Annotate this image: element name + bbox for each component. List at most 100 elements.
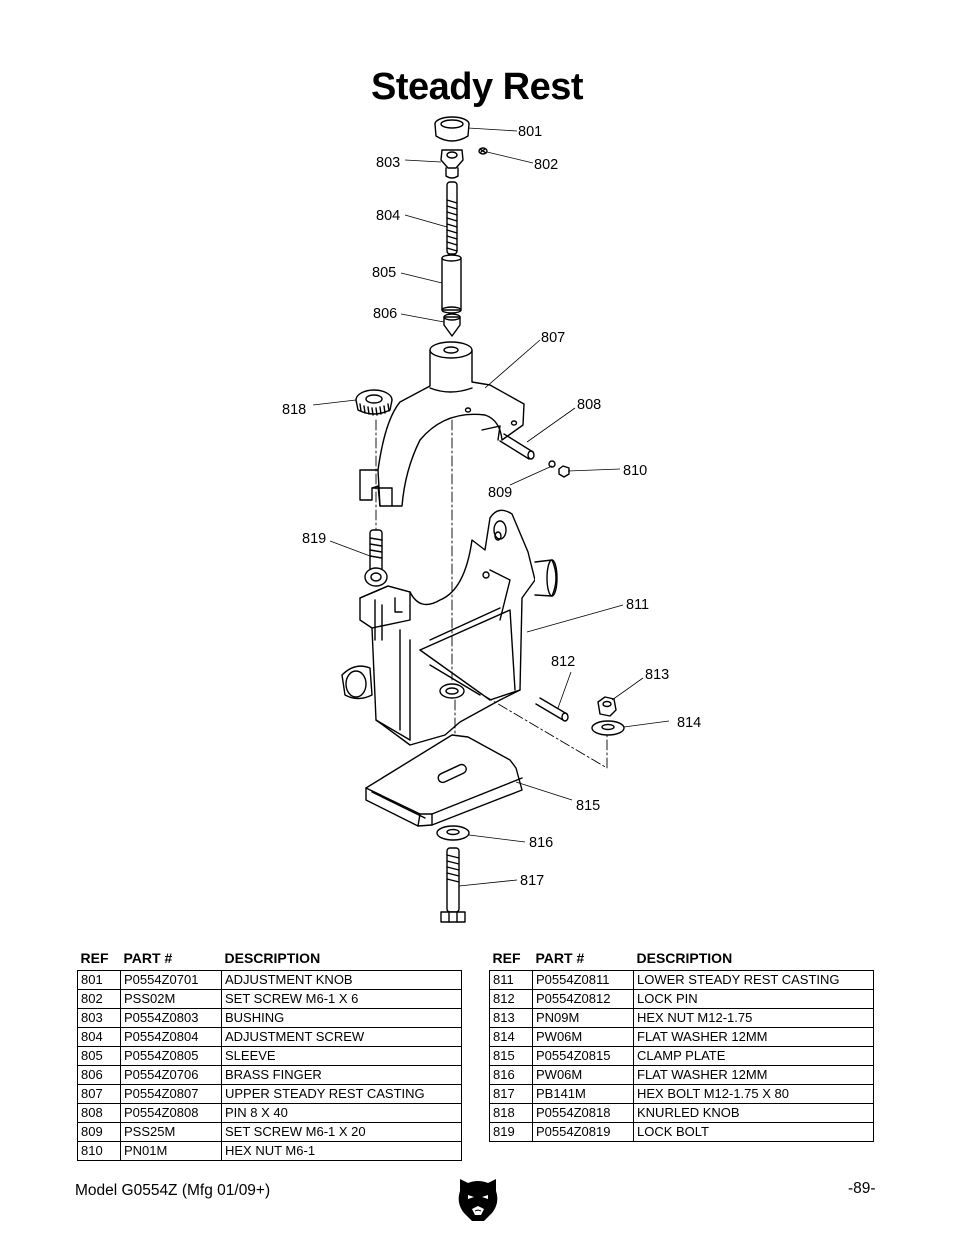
callout-804: 804 (376, 208, 400, 224)
ref-cell: 807 (77, 1084, 121, 1104)
part-cell: P0554Z0805 (120, 1046, 222, 1066)
description-cell: FLAT WASHER 12MM (633, 1065, 874, 1085)
bear-logo-icon (458, 1179, 498, 1221)
hex-nut-813 (597, 696, 617, 717)
flat-washer-816 (436, 825, 470, 841)
leader-lines (312, 127, 670, 887)
description-cell: LOCK PIN (633, 989, 874, 1009)
description-header: DESCRIPTION (636, 950, 733, 966)
pin-808 (499, 433, 535, 460)
part-cell: P0554Z0706 (120, 1065, 222, 1085)
description-cell: SET SCREW M6-1 X 20 (221, 1122, 462, 1142)
table-header-row: REF PART # DESCRIPTION (78, 950, 462, 971)
ref-cell: 812 (489, 989, 533, 1009)
set-screw-802 (478, 147, 488, 155)
ref-cell: 802 (77, 989, 121, 1009)
hex-nut-810 (558, 465, 570, 478)
ref-cell: 806 (77, 1065, 121, 1085)
ref-cell: 809 (77, 1122, 121, 1142)
part-cell: P0554Z0812 (532, 989, 634, 1009)
table-header-row: REF PART # DESCRIPTION (490, 950, 874, 971)
callout-817: 817 (520, 873, 544, 889)
part-header: PART # (535, 950, 585, 966)
callout-810: 810 (623, 463, 647, 479)
description-cell: PIN 8 X 40 (221, 1103, 462, 1123)
ref-cell: 814 (489, 1027, 533, 1047)
description-cell: HEX NUT M6-1 (221, 1141, 462, 1161)
part-cell: P0554Z0815 (532, 1046, 634, 1066)
ref-cell: 815 (489, 1046, 533, 1066)
exploded-parts-diagram: 801 802 803 804 805 806 807 808 809 810 … (282, 116, 701, 923)
callout-805: 805 (372, 265, 396, 281)
ref-cell: 803 (77, 1008, 121, 1028)
part-cell: PB141M (532, 1084, 634, 1104)
ref-cell: 816 (489, 1065, 533, 1085)
callout-802: 802 (534, 157, 558, 173)
callout-816: 816 (529, 835, 553, 851)
ref-cell: 810 (77, 1141, 121, 1161)
lower-casting-811 (341, 509, 558, 746)
description-cell: HEX BOLT M12-1.75 X 80 (633, 1084, 874, 1104)
callout-807: 807 (541, 330, 565, 346)
ref-cell: 801 (77, 970, 121, 990)
part-cell: PW06M (532, 1065, 634, 1085)
part-cell: P0554Z0811 (532, 970, 634, 990)
description-cell: BUSHING (221, 1008, 462, 1028)
part-cell: PSS25M (120, 1122, 222, 1142)
part-cell: P0554Z0701 (120, 970, 222, 990)
description-cell: BRASS FINGER (221, 1065, 462, 1085)
upper-casting-807 (359, 341, 525, 507)
adjustment-knob-801 (434, 116, 470, 142)
part-cell: P0554Z0807 (120, 1084, 222, 1104)
ref-cell: 811 (489, 970, 533, 990)
callout-819: 819 (302, 531, 326, 547)
part-cell: P0554Z0803 (120, 1008, 222, 1028)
callout-818: 818 (282, 402, 306, 418)
footer-page-number: -89- (848, 1180, 876, 1197)
ref-cell: 805 (77, 1046, 121, 1066)
sleeve-805 (441, 254, 462, 314)
ref-cell: 813 (489, 1008, 533, 1028)
callout-814: 814 (677, 715, 701, 731)
page-title: Steady Rest (370, 66, 584, 108)
brass-finger-806 (443, 313, 461, 337)
ref-cell: 804 (77, 1027, 121, 1047)
description-cell: HEX NUT M12-1.75 (633, 1008, 874, 1028)
description-cell: UPPER STEADY REST CASTING (221, 1084, 462, 1104)
ref-cell: 819 (489, 1122, 533, 1142)
part-cell: PN01M (120, 1141, 222, 1161)
callout-813: 813 (645, 667, 669, 683)
callout-labels: 801 802 803 804 805 806 807 808 809 810 … (282, 124, 701, 889)
description-cell: LOCK BOLT (633, 1122, 874, 1142)
part-cell: P0554Z0819 (532, 1122, 634, 1142)
part-cell: PN09M (532, 1008, 634, 1028)
callout-811: 811 (626, 597, 649, 613)
clamp-plate-815 (365, 734, 523, 827)
description-cell: FLAT WASHER 12MM (633, 1027, 874, 1047)
description-cell: SET SCREW M6-1 X 6 (221, 989, 462, 1009)
set-screw-809 (548, 460, 556, 468)
callout-812: 812 (551, 654, 575, 670)
description-cell: ADJUSTMENT KNOB (221, 970, 462, 990)
callout-803: 803 (376, 155, 400, 171)
hex-bolt-817 (440, 847, 466, 923)
part-cell: P0554Z0808 (120, 1103, 222, 1123)
lock-pin-812 (535, 697, 569, 722)
flat-washer-814 (591, 720, 625, 736)
ref-cell: 818 (489, 1103, 533, 1123)
